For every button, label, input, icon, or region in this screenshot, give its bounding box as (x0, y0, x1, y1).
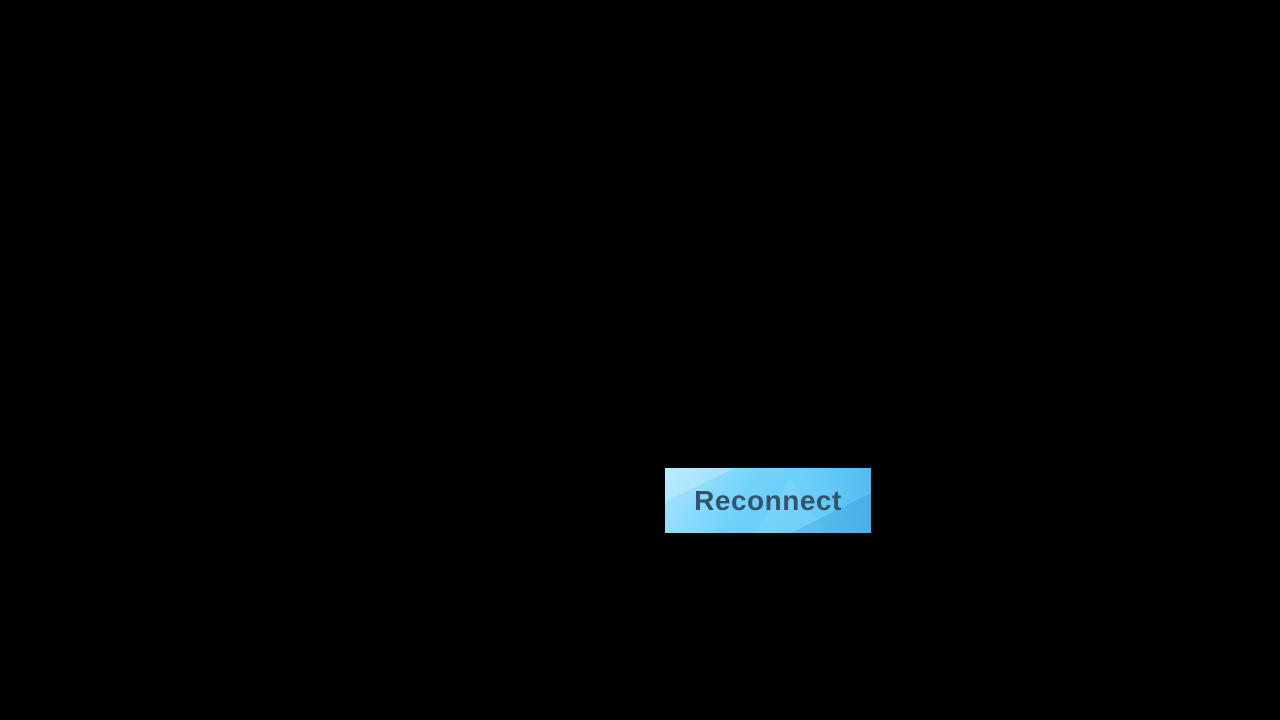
reconnect-button[interactable]: Reconnect (665, 468, 871, 533)
reconnect-button-label: Reconnect (694, 485, 842, 516)
